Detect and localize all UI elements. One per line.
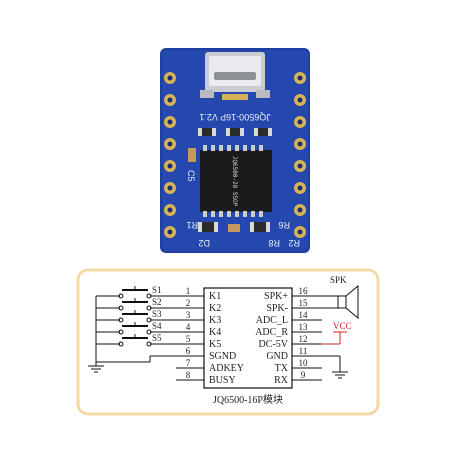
left-pin-numbers: 1 2 3 4 5 6 7 8 [186, 286, 191, 380]
key-switches [95, 286, 176, 362]
vcc-connection [322, 331, 347, 345]
svg-text:K2: K2 [209, 303, 221, 314]
svg-text:ADKEY: ADKEY [209, 363, 244, 374]
module-caption: JQ6500-16P模块 [213, 394, 283, 406]
jq6500-chip: JQ6500-28 SSOP [200, 145, 272, 217]
svg-text:S5: S5 [152, 333, 162, 343]
right-pins [292, 295, 322, 381]
svg-text:BUSY: BUSY [209, 375, 236, 386]
vcc-label: VCC [333, 321, 352, 331]
svg-text:K5: K5 [209, 339, 221, 350]
svg-text:2: 2 [186, 298, 191, 308]
module-outline [203, 287, 293, 389]
label-c5: C5 [186, 170, 196, 182]
svg-text:13: 13 [299, 322, 309, 332]
svg-text:K1: K1 [209, 291, 221, 302]
svg-text:K4: K4 [209, 327, 221, 338]
schematic-panel: JQ6500-16P模块 1 2 3 4 5 6 7 8 K1 K2 K3 K4 [76, 268, 380, 416]
label-r2: R2 [288, 238, 300, 248]
svg-text:5: 5 [186, 334, 191, 344]
right-pin-names: SPK+ SPK- ADC_L ADC_R DC-5V GND TX RX [255, 291, 289, 386]
svg-text:S4: S4 [152, 321, 162, 331]
svg-text:1: 1 [186, 286, 191, 296]
svg-text:S1: S1 [152, 285, 162, 295]
svg-text:11: 11 [299, 346, 308, 356]
smd-components [188, 128, 272, 232]
left-pins [176, 295, 204, 381]
speaker-icon [322, 284, 359, 320]
label-r1: R1 [186, 220, 198, 230]
left-header-pads [164, 72, 176, 238]
svg-text:RX: RX [274, 375, 289, 386]
right-header-pads [294, 72, 306, 238]
left-pin-names: K1 K2 K3 K4 K5 SGND ADKEY BUSY [209, 291, 244, 386]
right-pin-numbers: 16 15 14 13 12 11 10 9 [299, 286, 309, 380]
svg-text:12: 12 [299, 334, 308, 344]
svg-text:S2: S2 [152, 297, 162, 307]
svg-text:10: 10 [299, 358, 309, 368]
switch-labels: S1 S2 S3 S4 S5 [152, 285, 162, 343]
svg-text:8: 8 [186, 370, 191, 380]
svg-text:4: 4 [186, 322, 191, 332]
svg-text:TX: TX [275, 363, 289, 374]
svg-text:ADC_R: ADC_R [255, 327, 288, 338]
svg-text:DC-5V: DC-5V [259, 339, 289, 350]
svg-text:6: 6 [186, 346, 191, 356]
label-r6: R6 [278, 220, 290, 230]
label-d2: D2 [198, 238, 210, 248]
svg-text:16: 16 [299, 286, 309, 296]
ground-symbol-right [322, 355, 348, 379]
board-silkscreen-label: JQ6500-16P V2.1 [199, 112, 270, 122]
svg-text:3: 3 [186, 310, 191, 320]
svg-text:GND: GND [266, 351, 288, 362]
svg-text:SGND: SGND [209, 351, 236, 362]
svg-text:SPK-: SPK- [266, 303, 288, 314]
svg-text:K3: K3 [209, 315, 221, 326]
svg-text:14: 14 [299, 310, 309, 320]
svg-text:SPK+: SPK+ [264, 291, 288, 302]
svg-text:9: 9 [301, 370, 306, 380]
label-r8: R8 [268, 238, 280, 248]
svg-text:ADC_L: ADC_L [256, 315, 288, 326]
chip-marking: JQ6500-28 SSOP [231, 156, 238, 207]
svg-text:S3: S3 [152, 309, 162, 319]
pcb-board: JQ6500-16P V2.1 [160, 48, 310, 253]
speaker-label: SPK [330, 275, 347, 285]
svg-text:7: 7 [186, 358, 191, 368]
svg-text:15: 15 [299, 298, 309, 308]
micro-usb-connector [200, 52, 270, 100]
ground-symbol-left [88, 361, 150, 373]
